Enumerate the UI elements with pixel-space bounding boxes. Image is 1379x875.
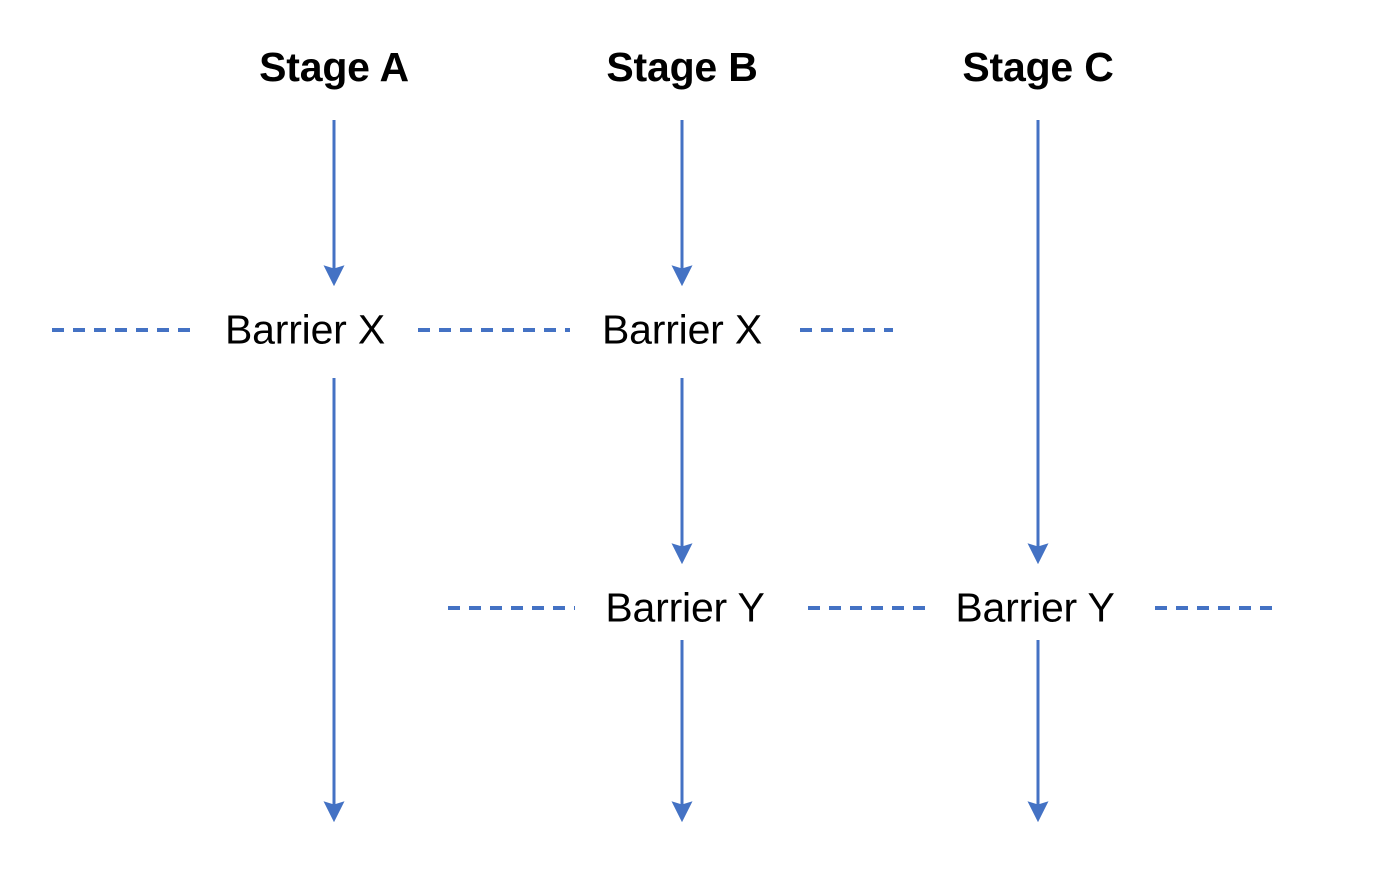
stage-header-c: Stage C bbox=[962, 44, 1114, 90]
stage-header-a: Stage A bbox=[259, 44, 409, 90]
barrier-node-x-stage-a: Barrier X bbox=[225, 306, 385, 353]
barrier-node-y-stage-c: Barrier Y bbox=[955, 584, 1115, 631]
dashed-connectors-group bbox=[52, 328, 1281, 610]
arrows-group bbox=[323, 120, 1049, 823]
barrier-node-x-stage-b: Barrier X bbox=[602, 306, 762, 353]
stage-header-b: Stage B bbox=[606, 44, 758, 90]
barrier-node-y-stage-b: Barrier Y bbox=[605, 584, 765, 631]
